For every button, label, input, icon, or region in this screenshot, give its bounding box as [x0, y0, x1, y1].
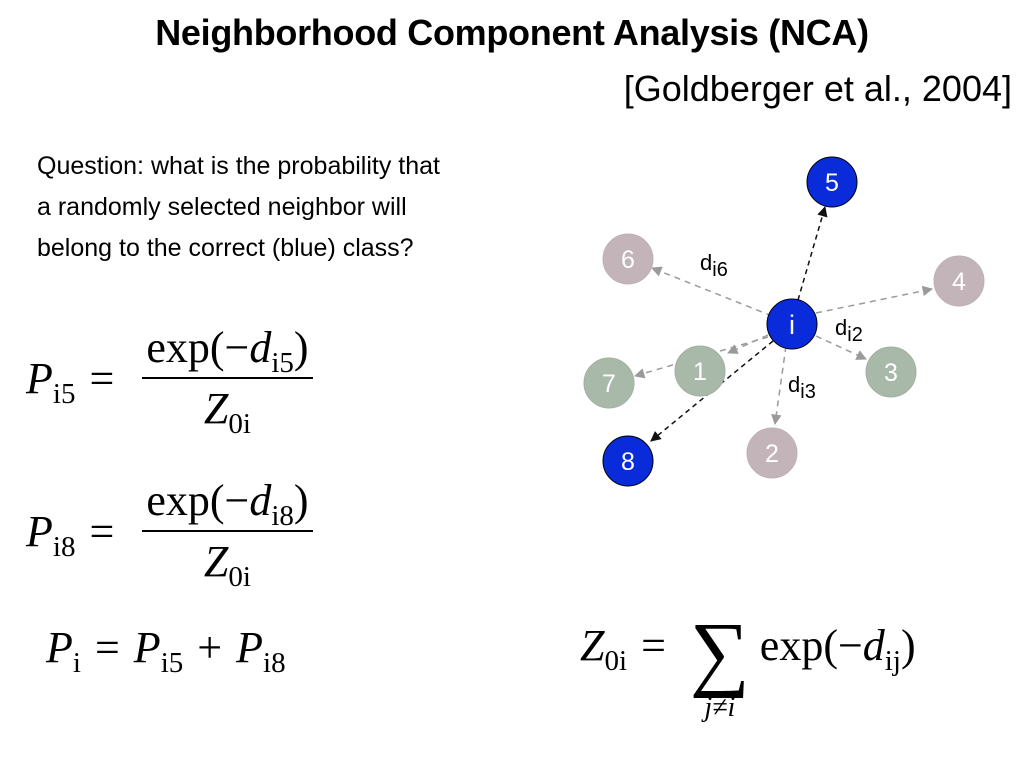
eq-p-i5-den-var: Z: [203, 384, 229, 433]
equals-sign: =: [94, 623, 120, 672]
equals-sign: =: [641, 620, 666, 670]
svg-text:1: 1: [693, 358, 707, 386]
node-5: 5: [806, 156, 858, 208]
eq-p-i-term1: P: [133, 623, 161, 672]
distance-label-i6: di6: [700, 250, 728, 281]
eq-z-lhs: Z: [580, 620, 605, 670]
eq-p-i5-num-close: ): [293, 323, 309, 372]
arrow-to-2: [771, 345, 787, 426]
eq-p-i8-num-sub: i8: [271, 500, 294, 533]
eq-z-var: d: [862, 620, 885, 670]
eq-z-lhs-sub: 0i: [604, 644, 628, 677]
plus-sign: +: [197, 623, 223, 672]
equation-z-0i: Z0i = ∑ j≠i exp(−dij): [580, 592, 916, 724]
eq-p-i5-fraction: exp(−di5) Z0i: [142, 322, 313, 440]
equals-sign: =: [89, 353, 115, 403]
eq-p-i5-num-var: d: [249, 323, 272, 372]
neighbor-diagram: di6 di2 di3 5 6 4 1 3 7 8 2 i: [583, 156, 985, 487]
eq-p-i5-den-sub: 0i: [228, 408, 251, 441]
distance-label-i2: di2: [835, 315, 863, 346]
node-6: 6: [602, 233, 654, 285]
arrow-to-1: [727, 334, 769, 354]
node-8: 8: [602, 435, 654, 487]
citation: [Goldberger et al., 2004]: [623, 68, 1012, 109]
svg-text:i: i: [789, 310, 795, 340]
svg-text:5: 5: [825, 169, 839, 197]
node-7: 7: [583, 357, 635, 409]
eq-p-i5-lhs-sub: i5: [52, 377, 76, 410]
eq-p-i5-lhs: P: [26, 353, 53, 403]
eq-p-i8-den-sub: 0i: [228, 561, 251, 594]
arrow-to-3: [815, 335, 867, 360]
eq-p-i5-num-sub: i5: [271, 347, 294, 380]
eq-p-i-term2-sub: i8: [263, 647, 286, 680]
node-4: 4: [933, 255, 985, 307]
slide-title: Neighborhood Component Analysis (NCA): [155, 12, 869, 53]
svg-text:2: 2: [765, 440, 779, 468]
svg-text:7: 7: [602, 370, 616, 398]
svg-text:3: 3: [884, 359, 898, 387]
sigma-symbol: ∑: [689, 606, 750, 699]
eq-p-i8-num-var: d: [249, 476, 272, 525]
node-3: 3: [865, 346, 917, 398]
svg-text:8: 8: [621, 448, 635, 476]
eq-p-i-lhs: P: [46, 623, 73, 672]
sum-subscript: j≠i: [704, 692, 736, 723]
eq-p-i8-lhs-sub: i8: [52, 530, 76, 563]
equation-p-i5: Pi5 = exp(−di5) Z0i: [26, 322, 313, 440]
eq-z-var-sub: ij: [884, 644, 901, 677]
summation: ∑ j≠i: [689, 606, 750, 724]
center-node-i: i: [766, 298, 818, 350]
svg-text:6: 6: [621, 246, 635, 274]
eq-p-i8-num-close: ): [293, 476, 309, 525]
eq-z-fn: exp(−: [759, 620, 863, 670]
arrow-to-5: [797, 205, 828, 301]
distance-label-i3: di3: [788, 372, 816, 403]
eq-p-i8-den-var: Z: [203, 537, 229, 586]
eq-p-i8-num-fn: exp(−: [146, 476, 250, 525]
arrow-to-4: [815, 285, 934, 314]
equation-p-i-sum: Pi = Pi5 + Pi8: [46, 622, 286, 679]
eq-p-i-lhs-sub: i: [72, 647, 81, 680]
eq-p-i5-num-fn: exp(−: [146, 323, 250, 372]
svg-text:4: 4: [952, 268, 966, 296]
eq-p-i8-lhs: P: [26, 506, 53, 556]
equals-sign: =: [89, 506, 115, 556]
question-text: Question: what is the probability that a…: [37, 152, 441, 262]
eq-p-i8-fraction: exp(−di8) Z0i: [142, 475, 313, 593]
eq-p-i-term1-sub: i5: [160, 647, 184, 680]
node-1: 1: [674, 345, 726, 397]
node-2: 2: [746, 427, 798, 479]
eq-z-close: ): [900, 620, 916, 670]
equation-p-i8: Pi8 = exp(−di8) Z0i: [26, 475, 313, 593]
eq-p-i-term2: P: [236, 623, 263, 672]
